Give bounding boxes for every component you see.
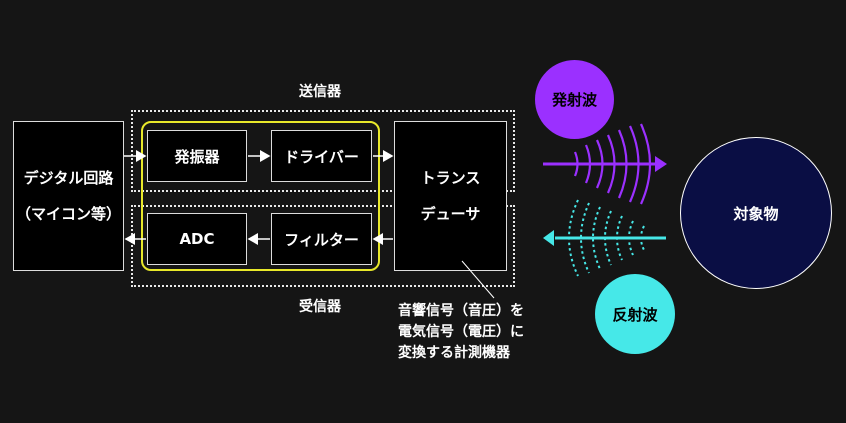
receiver-group bbox=[131, 205, 515, 287]
adc-block: ADC bbox=[147, 213, 247, 265]
annotation-line3: 変換する計測機器 bbox=[398, 345, 510, 361]
annotation-line1: 音響信号（音圧）を bbox=[398, 303, 524, 319]
highlight-frame bbox=[141, 121, 380, 271]
transducer-block: トランス デューサ bbox=[394, 121, 507, 271]
digital-circuit-line1: デジタル回路 bbox=[23, 169, 114, 187]
digital-circuit-block: デジタル回路 （マイコン等） bbox=[13, 121, 124, 271]
transducer-line2: デューサ bbox=[420, 205, 481, 223]
oscillator-block: 発振器 bbox=[147, 130, 247, 182]
reflected-wave-graphic bbox=[543, 199, 666, 277]
annotation-pointer bbox=[461, 260, 495, 299]
emitted-wave-badge: 発射波 bbox=[535, 60, 614, 139]
transmitter-label: 送信器 bbox=[299, 84, 341, 100]
emitted-wave-graphic bbox=[543, 123, 667, 205]
filter-block: フィルター bbox=[271, 213, 372, 265]
transducer-annotation: 音響信号（音圧）を 電気信号（電圧）に 変換する計測機器 bbox=[398, 301, 524, 364]
target-object: 対象物 bbox=[680, 137, 832, 289]
transmitter-group bbox=[131, 110, 515, 192]
transducer-line1: トランス bbox=[420, 169, 481, 187]
driver-block: ドライバー bbox=[271, 130, 372, 182]
digital-circuit-line2: （マイコン等） bbox=[15, 205, 121, 223]
annotation-line2: 電気信号（電圧）に bbox=[398, 324, 524, 340]
receiver-label: 受信器 bbox=[299, 299, 341, 315]
reflected-wave-badge: 反射波 bbox=[595, 274, 675, 354]
